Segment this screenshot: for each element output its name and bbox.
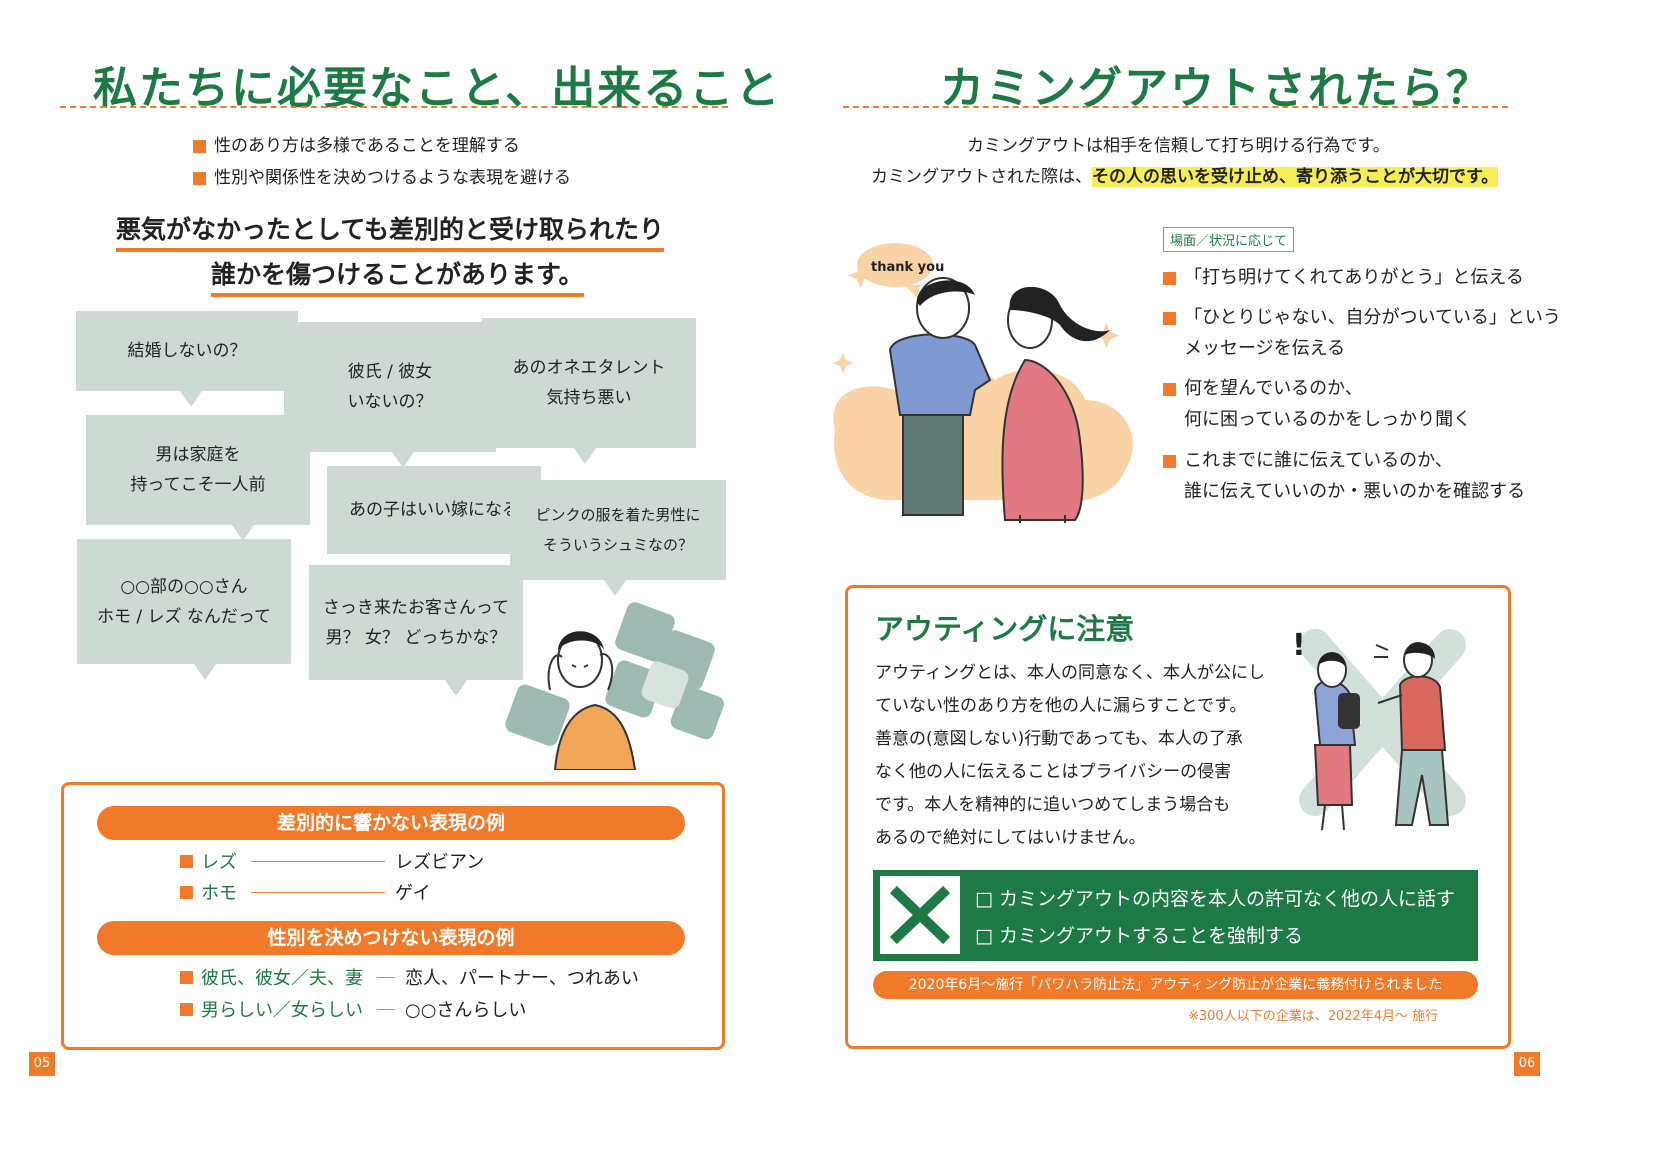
bubble-tail bbox=[392, 452, 414, 468]
bubble-tail bbox=[604, 580, 626, 596]
examples-heading-2: 性別を決めつけない表現の例 bbox=[97, 921, 685, 955]
speech-bubble: あのオネエタレント 気持ち悪い bbox=[482, 318, 696, 448]
bubble-tail bbox=[194, 664, 216, 680]
outing-description: アウティングとは、本人の同意なく、本人が公にし ていない性のあり方を他の人に漏ら… bbox=[875, 663, 1265, 848]
example-to: ○○さんらしい bbox=[405, 1000, 527, 1021]
speech-bubble: ピンクの服を着た男性に そういうシュミなの？ bbox=[510, 480, 726, 580]
prohibited-item-1: □ カミングアウトの内容を本人の許可なく他の人に話す bbox=[975, 888, 1455, 910]
right-title-divider bbox=[843, 106, 1508, 108]
bubble-tail bbox=[180, 391, 202, 407]
example-from: 男らしい／女らしい bbox=[201, 1000, 363, 1021]
intro-highlight: その人の思いを受け止め、寄り添うことが大切です。 bbox=[1092, 167, 1499, 187]
left-page-title: 私たちに必要なこと、出来ること bbox=[93, 63, 782, 114]
example-from: 彼氏、彼女／夫、妻 bbox=[201, 968, 363, 989]
bubble-text: 彼氏 / 彼女 いないの？ bbox=[347, 362, 433, 412]
intro-line-1: カミングアウトは相手を信頼して打ち明ける行為です。 bbox=[967, 136, 1390, 156]
bubble-tail bbox=[574, 448, 596, 464]
example-row: ホモ ゲイ bbox=[180, 879, 431, 905]
emphasis-line-1: 悪気がなかったとしても差別的と受け取られたり bbox=[116, 210, 665, 252]
outing-warning-box bbox=[845, 585, 1511, 1049]
speech-bubble: 男は家庭を 持ってこそ一人前 bbox=[86, 415, 310, 525]
outing-gossip-illustration: ! bbox=[1292, 628, 1466, 831]
bubble-text: ピンクの服を着た男性に そういうシュミなの？ bbox=[535, 506, 701, 554]
page-number-left: 05 bbox=[29, 1052, 55, 1076]
example-to: レズビアン bbox=[395, 852, 485, 873]
bubble-text: ○○部の○○さん ホモ / レズ なんだって bbox=[96, 576, 272, 627]
exclamation-icon: ! bbox=[1292, 628, 1306, 663]
example-to: 恋人、パートナー、つれあい bbox=[405, 968, 639, 989]
speech-bubble: さっき来たお客さんって 男？ 女？ どっちかな？ bbox=[309, 565, 523, 680]
speech-bubble: ○○部の○○さん ホモ / レズ なんだって bbox=[77, 539, 291, 664]
bubble-text: 男は家庭を 持ってこそ一人前 bbox=[130, 445, 266, 495]
examples-box bbox=[61, 782, 725, 1050]
right-page-title: カミングアウトされたら？ bbox=[940, 63, 1492, 114]
examples-heading-1: 差別的に響かない表現の例 bbox=[97, 806, 685, 840]
bubble-tail bbox=[445, 680, 467, 696]
advice-item-1: 「打ち明けてくれてありがとう」と伝える bbox=[1163, 262, 1524, 293]
outing-heading: アウティングに注意 bbox=[875, 612, 1135, 646]
prohibited-actions-box bbox=[873, 870, 1478, 961]
law-note: ※300人以下の企業は、2022年4月〜 施行 bbox=[1188, 1009, 1439, 1024]
example-from: レズ bbox=[201, 852, 237, 873]
example-row: 男らしい／女らしい ○○さんらしい bbox=[180, 996, 526, 1022]
prohibited-item-2: □ カミングアウトすることを強制する bbox=[975, 925, 1303, 947]
example-row: 彼氏、彼女／夫、妻 恋人、パートナー、つれあい bbox=[180, 964, 639, 990]
advice-item-3: 何を望んでいるのか、 何に困っているのかをしっかり聞く bbox=[1163, 373, 1471, 435]
bubble-text: あのオネエタレント 気持ち悪い bbox=[512, 358, 666, 408]
example-to: ゲイ bbox=[395, 883, 431, 904]
law-banner: 2020年6月〜施行「パワハラ防止法」アウティング防止が企業に義務付けられました bbox=[873, 971, 1478, 999]
bubble-text: さっき来たお客さんって 男？ 女？ どっちかな？ bbox=[322, 597, 510, 648]
speech-bubble: あの子はいい嫁になる bbox=[327, 466, 541, 554]
left-bullet-1: 性のあり方は多様であることを理解する bbox=[193, 131, 520, 156]
bubble-text: 結婚しないの？ bbox=[127, 341, 247, 361]
speech-bubble: 結婚しないの？ bbox=[76, 311, 298, 391]
emphasis-line-2: 誰かを傷つけることがあります。 bbox=[211, 255, 584, 297]
intro-line-2: カミングアウトされた際は、その人の思いを受け止め、寄り添うことが大切です。 bbox=[871, 162, 1499, 187]
intro-plain: カミングアウトされた際は、 bbox=[871, 167, 1092, 187]
bubble-text: あの子はいい嫁になる bbox=[349, 500, 519, 520]
advice-item-4: これまでに誰に伝えているのか、 誰に伝えていいのか・悪いのかを確認する bbox=[1163, 445, 1525, 507]
page-number-right: 06 bbox=[1514, 1052, 1540, 1076]
advice-item-2: 「ひとりじゃない、自分がついている」という メッセージを伝える bbox=[1163, 302, 1561, 364]
thank-you-speech-text: thank you bbox=[871, 260, 944, 275]
example-from: ホモ bbox=[201, 883, 237, 904]
situation-tag: 場面／状況に応じて bbox=[1163, 227, 1295, 252]
left-title-divider bbox=[60, 106, 728, 108]
example-row: レズ レズビアン bbox=[180, 848, 484, 874]
bubble-tail bbox=[232, 525, 254, 541]
speech-bubble: 彼氏 / 彼女 いないの？ bbox=[284, 322, 496, 452]
coming-out-couple-illustration: thank you bbox=[832, 243, 1133, 523]
left-bullet-2: 性別や関係性を決めつけるような表現を避ける bbox=[193, 163, 571, 188]
prohibited-x-icon bbox=[889, 885, 951, 945]
distressed-woman-illustration bbox=[505, 602, 724, 770]
